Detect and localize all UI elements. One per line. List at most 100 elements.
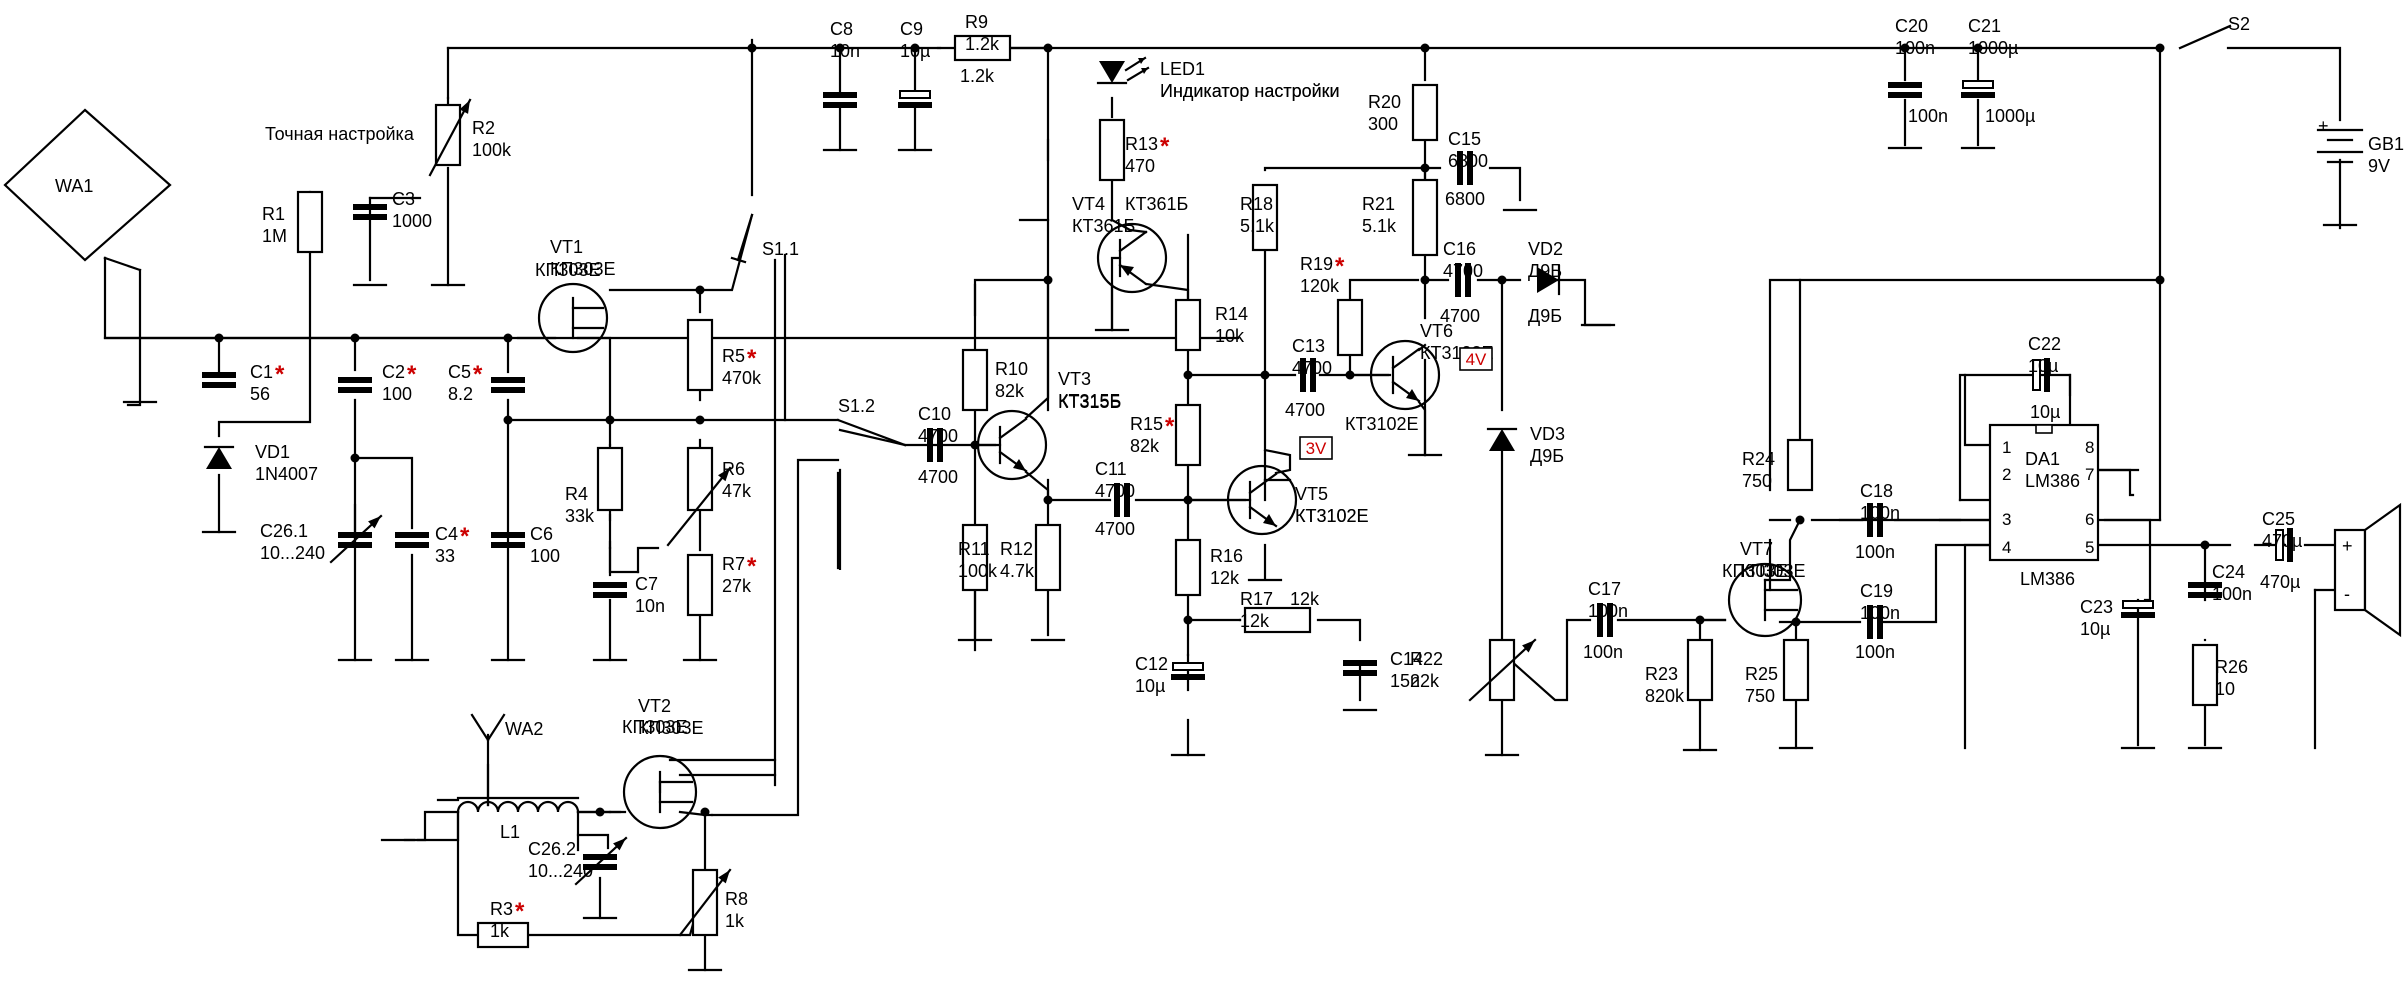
c25-electrolytic-capacitor xyxy=(2275,528,2293,562)
c25-value-label: 470µ xyxy=(2262,531,2302,551)
battery-plus-label: + xyxy=(2318,116,2329,136)
junction-dot xyxy=(1183,615,1193,625)
vt1-fet xyxy=(537,282,609,354)
r21-resistor xyxy=(1411,178,1439,257)
r12-value-label: 4.7k xyxy=(1000,561,1035,581)
c10-value-label: 4700 xyxy=(918,467,958,487)
c20-capacitor xyxy=(1888,82,1922,98)
r15-resistor xyxy=(1174,403,1202,467)
wire xyxy=(2096,468,2135,497)
vt4-transistor xyxy=(1096,222,1168,294)
da1-pin-7-label: 7 xyxy=(2085,465,2094,484)
junction-dot xyxy=(2155,43,2165,53)
c4-ref-label: C4 xyxy=(435,524,458,544)
da1-value-label: LM386 xyxy=(2020,569,2075,589)
r9-ref-label: R9 xyxy=(965,12,988,32)
r17-value-label: 12k xyxy=(1240,611,1270,631)
c1-capacitor xyxy=(202,372,236,388)
wa1-ref-label: WA1 xyxy=(55,176,93,196)
c19-ref-label: C19 xyxy=(1860,581,1893,601)
r13-resistor xyxy=(1098,118,1126,182)
vt3-value-label: КТ315Б xyxy=(1058,391,1121,411)
c18-value-label: 100n xyxy=(1860,503,1900,523)
r19-resistor xyxy=(1336,298,1364,357)
wire xyxy=(1958,373,2072,502)
wire xyxy=(1488,166,1522,202)
junction-dot xyxy=(1260,370,1270,380)
junction-dot xyxy=(970,440,980,450)
vt2-fet xyxy=(622,754,698,830)
r11-resistor xyxy=(961,523,989,592)
wire xyxy=(1963,373,1992,447)
wire xyxy=(1763,518,1802,582)
junction-dot xyxy=(1695,615,1705,625)
vt1-value-label: КП303Е xyxy=(550,259,615,279)
c25-ref-label: C25 xyxy=(2262,509,2295,529)
wire xyxy=(1508,618,1592,702)
r15-star-mark: * xyxy=(1165,413,1175,440)
junction-dot xyxy=(1183,495,1193,505)
r2-wiper xyxy=(428,98,472,177)
c23-value-label: 10µ xyxy=(2080,619,2110,639)
c6-ref-label: C6 xyxy=(530,524,553,544)
c3-ref-label: C3 xyxy=(392,189,415,209)
vt7-value-label: КП303Е xyxy=(1722,561,1787,581)
junction-dot xyxy=(605,415,615,425)
vd3-diode xyxy=(1486,427,1518,451)
r6-ref-label: R6 xyxy=(722,459,745,479)
c21-value-label: 1000µ xyxy=(1968,38,2018,58)
r23-ref-label: R23 xyxy=(1645,664,1678,684)
r26-value-label: 10 xyxy=(2215,679,2235,699)
r8-ref-label: R8 xyxy=(725,889,748,909)
r5-resistor xyxy=(686,318,714,392)
r16-ref-label: R16 xyxy=(1210,546,1243,566)
r14-value-label: 10k xyxy=(1215,326,1245,346)
c24-value-label: 100n xyxy=(2212,584,2252,604)
r8-value-label: 1k xyxy=(725,911,745,931)
c20-value-label: 100n xyxy=(1895,38,1935,58)
r6-wiper xyxy=(666,466,732,547)
r25-resistor xyxy=(1782,638,1810,702)
r6-value-label: 47k xyxy=(722,481,752,501)
da1-lm386-chip xyxy=(1988,423,2100,562)
wire xyxy=(1616,618,1702,642)
r11-ref-label: R11 xyxy=(958,539,990,559)
junction-dot xyxy=(1420,43,1430,53)
r17-ref-label: R17 xyxy=(1240,589,1273,609)
junction-dot xyxy=(1497,275,1507,285)
r5-star-mark: * xyxy=(747,345,757,372)
c1-ref-label: C1 xyxy=(250,362,273,382)
c10-capacitor xyxy=(927,428,943,462)
vt4-ref-label: VT4 xyxy=(1072,194,1105,214)
c17-value-label: 100n xyxy=(1583,642,1623,662)
c17-value-label: 100n xyxy=(1588,601,1628,621)
r17-value-label: 12k xyxy=(1290,589,1320,609)
vd2-diode xyxy=(1537,264,1561,296)
r10-ref-label: R10 xyxy=(995,359,1028,379)
gb1-value-label: 9V xyxy=(2368,156,2390,176)
wire xyxy=(1263,448,1292,475)
wire xyxy=(1963,543,1992,750)
c7-value-label: 10n xyxy=(635,596,665,616)
junction-dot xyxy=(350,453,360,463)
vt2-value-label: КП303Е xyxy=(622,717,687,737)
r4-resistor xyxy=(596,446,624,512)
r22-ref-label: R22 xyxy=(1410,649,1443,669)
r22-value-label: 22k xyxy=(1410,671,1440,691)
r10-value-label: 82k xyxy=(995,381,1025,401)
junction-dot xyxy=(695,415,705,425)
junction-dot xyxy=(1795,515,1805,525)
vd2-value-label: Д9Б xyxy=(1528,261,1562,281)
c5-value-label: 8.2 xyxy=(448,384,473,404)
wire xyxy=(1024,278,1050,420)
c4-value-label: 33 xyxy=(435,546,455,566)
c3-value-label: 1000 xyxy=(392,211,432,231)
r9-value-label: 1.2k xyxy=(960,66,995,86)
c26-2-value-label: 10...240 xyxy=(528,861,593,881)
r10-resistor xyxy=(961,348,989,412)
junction-dot xyxy=(1043,495,1053,505)
r5-value-label: 470k xyxy=(722,368,762,388)
junction-dot xyxy=(747,43,757,53)
wire xyxy=(456,810,480,937)
r22-wiper xyxy=(1468,638,1537,702)
